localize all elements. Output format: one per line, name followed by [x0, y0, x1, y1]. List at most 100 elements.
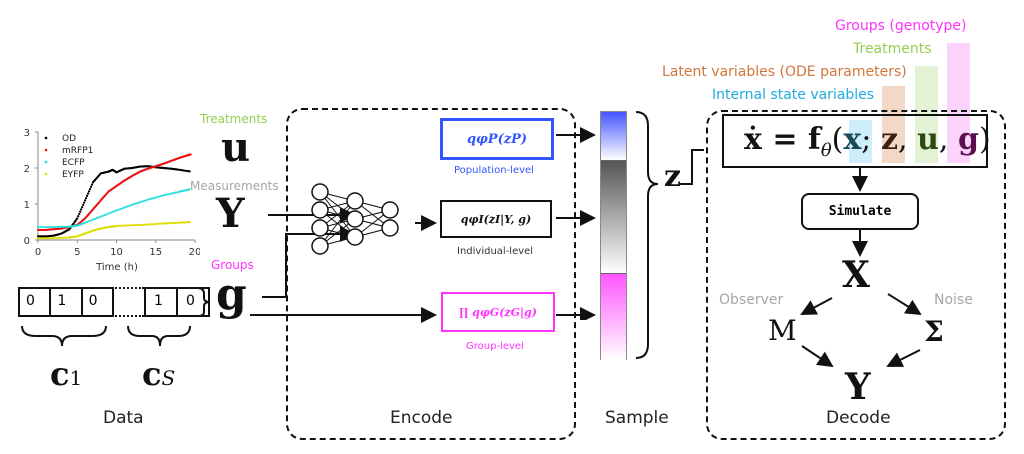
sample-individual-segment: [601, 161, 626, 274]
nn-edge: [319, 200, 356, 247]
data-point: [64, 236, 67, 239]
nn-node: [311, 237, 329, 255]
data-point: [133, 224, 136, 227]
data-point: [121, 224, 124, 227]
data-point: [156, 195, 159, 199]
nn-node: [381, 219, 399, 237]
data-point: [85, 194, 89, 197]
legend-label: EYFP: [62, 170, 84, 180]
data-point: [111, 210, 114, 214]
data-point: [119, 224, 122, 227]
data-point: [142, 223, 146, 226]
data-point: [44, 225, 47, 229]
population-level-box: qφP(zP): [440, 118, 554, 160]
data-point: [66, 236, 69, 239]
arrow-Sigma-to-Y: [886, 349, 921, 367]
data-point: [84, 221, 87, 224]
data-point: [77, 215, 80, 218]
decode-treatments-label: Treatments: [853, 41, 932, 57]
data-point: [144, 223, 148, 226]
data-point: [176, 191, 179, 194]
encoder-network: [262, 183, 437, 298]
data-point: [46, 225, 49, 229]
data-point: [88, 188, 92, 191]
data-point: [189, 153, 192, 156]
group-formula: ∏ qφG(zG|g): [459, 305, 537, 319]
simulate-label: Simulate: [828, 204, 892, 219]
onehot-vector: 0 1 0 1 0: [18, 287, 210, 317]
data-point: [84, 197, 88, 200]
brace-c1: [21, 325, 107, 347]
arrow-z-to-ode: [680, 149, 704, 185]
c1-symbol: c1: [50, 355, 83, 393]
data-point: [46, 237, 49, 240]
data-point: [129, 224, 132, 227]
arrow-X-to-M: [800, 297, 833, 315]
data-point: [52, 237, 55, 240]
data-point: [160, 222, 163, 225]
ode-z: z: [880, 122, 898, 157]
data-point: [38, 237, 42, 240]
data-point: [123, 206, 126, 209]
individual-level-label: Individual-level: [457, 246, 534, 257]
ode-box: [722, 114, 988, 168]
data-point: [87, 220, 91, 223]
data-point: [115, 209, 118, 212]
latent-variables-label: Latent variables (ODE parameters): [662, 64, 907, 80]
group-level-label: Group-level: [466, 341, 524, 352]
data-point: [152, 196, 155, 200]
M-symbol: M: [768, 314, 797, 347]
ode-x: x: [843, 122, 862, 157]
data-point: [80, 208, 83, 211]
nn-node: [346, 228, 364, 246]
nn-node: [381, 201, 399, 219]
data-point: [58, 225, 61, 229]
sample-section-title: Sample: [605, 408, 669, 428]
data-point: [56, 236, 59, 240]
legend-marker: [44, 160, 48, 164]
data-braces: [21, 287, 211, 347]
data-point: [54, 237, 57, 240]
data-point: [54, 225, 57, 229]
Sigma-symbol: Σ: [924, 315, 944, 348]
data-point: [40, 225, 44, 229]
individual-level-box: qφI(zI|Y, g): [440, 200, 552, 238]
data-point: [174, 221, 177, 224]
treatments-label: Treatments: [200, 112, 268, 126]
data-point: [52, 225, 55, 229]
data-point: [129, 204, 132, 207]
Y-output-symbol: Y: [845, 366, 871, 408]
y-tick-label: 1: [24, 200, 30, 211]
data-point: [125, 205, 128, 208]
data-point: [56, 225, 59, 229]
data-point: [138, 201, 142, 204]
data-point: [144, 199, 148, 202]
data-point: [78, 212, 81, 215]
data-point: [89, 185, 93, 188]
y-tick-label: 3: [24, 128, 30, 139]
onehot-left-group: 0 1 0: [18, 287, 114, 317]
data-point: [127, 205, 130, 208]
measurements-symbol: Y: [216, 190, 245, 237]
data-point: [97, 216, 100, 219]
ode-equation: ẋ = fθ(x; z, u, g): [744, 122, 991, 161]
data-point: [162, 222, 165, 225]
data-point: [158, 222, 161, 225]
series-eyfp: [36, 220, 191, 240]
data-point: [174, 191, 177, 194]
data-point: [168, 192, 171, 196]
x-tick-label: 20: [189, 247, 200, 258]
data-point: [138, 223, 142, 226]
data-point: [172, 192, 175, 195]
data-point: [142, 199, 146, 203]
data-point: [86, 192, 90, 195]
data-point: [140, 200, 144, 203]
nn-node: [311, 219, 329, 237]
data-point: [50, 237, 53, 240]
data-point: [91, 218, 95, 221]
data-point: [119, 207, 122, 211]
X-symbol: X: [842, 254, 870, 296]
data-point: [42, 237, 45, 240]
